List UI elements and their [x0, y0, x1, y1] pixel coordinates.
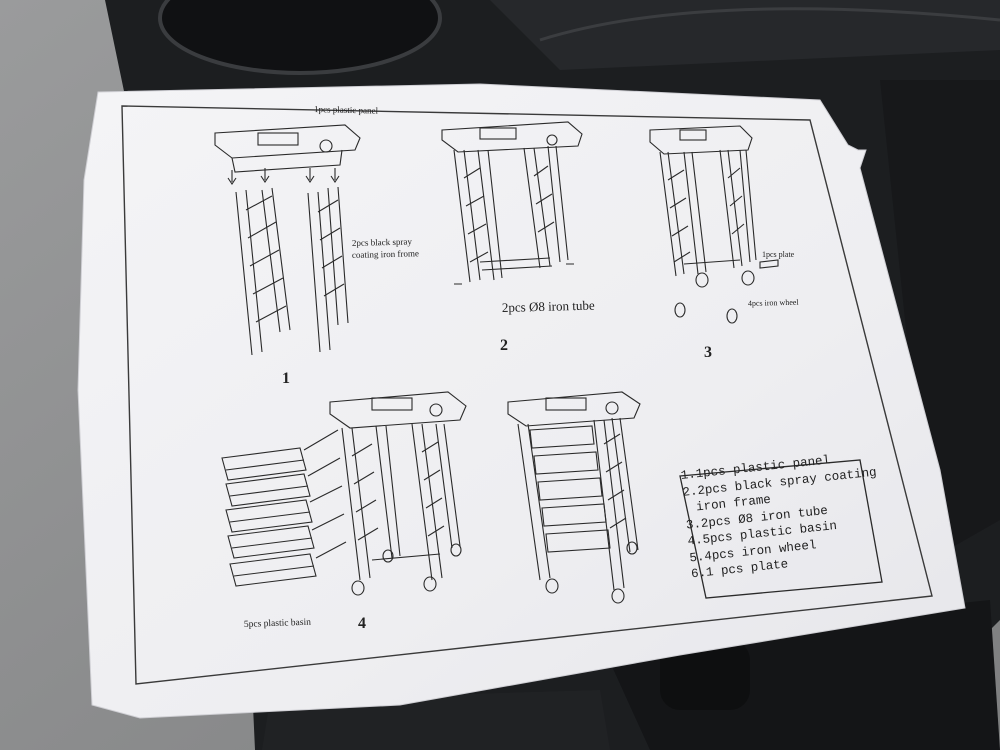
assembled-cart-figure — [507, 391, 641, 604]
sheet-border — [121, 105, 933, 685]
step1-label-frame-b: coating iron frome — [352, 248, 419, 260]
step3-number: 3 — [704, 344, 712, 361]
step4-number: 4 — [358, 615, 366, 632]
step1-number: 1 — [282, 370, 290, 387]
step1-label-panel: 1pcs plastic panel — [314, 104, 379, 116]
step2-label-tube: 2pcs Ø8 iron tube — [502, 298, 595, 315]
legend-box — [679, 459, 883, 599]
parts-legend: 1.1pcs plastic panel 2.2pcs black spray … — [680, 446, 901, 583]
step3-label-wheel: 4pcs iron wheel — [748, 298, 800, 308]
step1-figure — [214, 124, 361, 356]
step3-label-plate: 1pcs plate — [762, 250, 795, 259]
step1-label-frame-a: 2pcs black spray — [352, 236, 413, 248]
step4-figure — [221, 391, 467, 596]
step4-label-basin: 5pcs plastic basin — [244, 618, 312, 630]
step2-number: 2 — [500, 337, 508, 354]
step2-figure — [441, 121, 583, 285]
step3-figure — [649, 125, 779, 324]
